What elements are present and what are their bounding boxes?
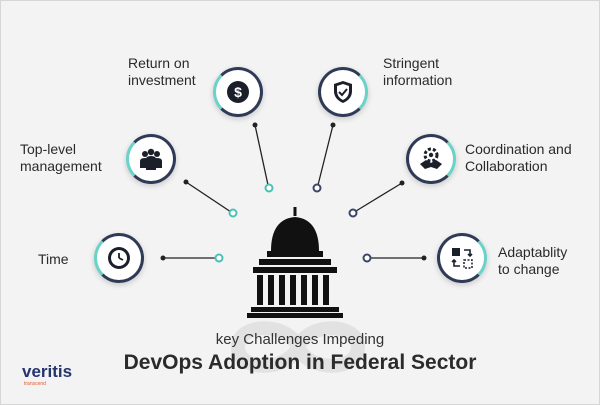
infinity-watermark-icon xyxy=(230,321,366,373)
stringent-circle xyxy=(318,67,368,117)
connector-dot-time-start xyxy=(160,255,166,261)
clock-icon xyxy=(108,247,130,269)
connector-dot-coordination-end xyxy=(348,208,358,218)
label-coordination: Coordination and Collaboration xyxy=(465,141,572,174)
connector-coordination xyxy=(355,182,403,212)
transform-arrows-icon xyxy=(451,248,473,269)
connector-dot-adaptability-end xyxy=(362,253,372,263)
team-icon xyxy=(140,148,162,170)
top-level-circle xyxy=(126,134,176,184)
capitol-building-icon xyxy=(247,207,343,318)
label-roi: Return on investment xyxy=(128,55,196,88)
connector-dot-stringent-end xyxy=(312,183,322,193)
label-stringent: Stringent information xyxy=(383,55,453,88)
time-circle xyxy=(94,233,144,283)
label-time: Time xyxy=(38,251,69,267)
connector-dot-top-level-start xyxy=(183,179,189,185)
handshake-gear-icon xyxy=(420,147,442,169)
label-adaptability: Adaptablity to change xyxy=(498,244,568,277)
connector-roi xyxy=(254,124,269,186)
connector-dot-roi-end xyxy=(264,183,274,193)
connector-dot-adaptability-start xyxy=(421,255,427,261)
adaptability-circle xyxy=(437,233,487,283)
roi-circle: $ xyxy=(213,67,263,117)
connector-top-level xyxy=(185,181,232,213)
connector-dot-stringent-start xyxy=(330,122,336,128)
connector-dot-time-end xyxy=(214,253,224,263)
coordination-circle xyxy=(406,134,456,184)
diagram-subtitle: key Challenges Impeding xyxy=(215,331,385,348)
diagram-title: DevOps Adoption in Federal Sector xyxy=(123,351,477,374)
dollar-coin-icon: $ xyxy=(227,81,249,103)
shield-check-icon xyxy=(334,81,352,103)
label-top-level: Top-level management xyxy=(20,141,102,174)
connector-dot-roi-start xyxy=(252,122,258,128)
veritis-logo-tagline: transcend xyxy=(24,381,46,387)
svg-text:$: $ xyxy=(234,84,242,100)
connector-dot-top-level-end xyxy=(228,208,238,218)
connector-dot-coordination-start xyxy=(399,180,405,186)
connector-stringent xyxy=(317,124,334,186)
veritis-logo: veritis xyxy=(22,362,73,381)
